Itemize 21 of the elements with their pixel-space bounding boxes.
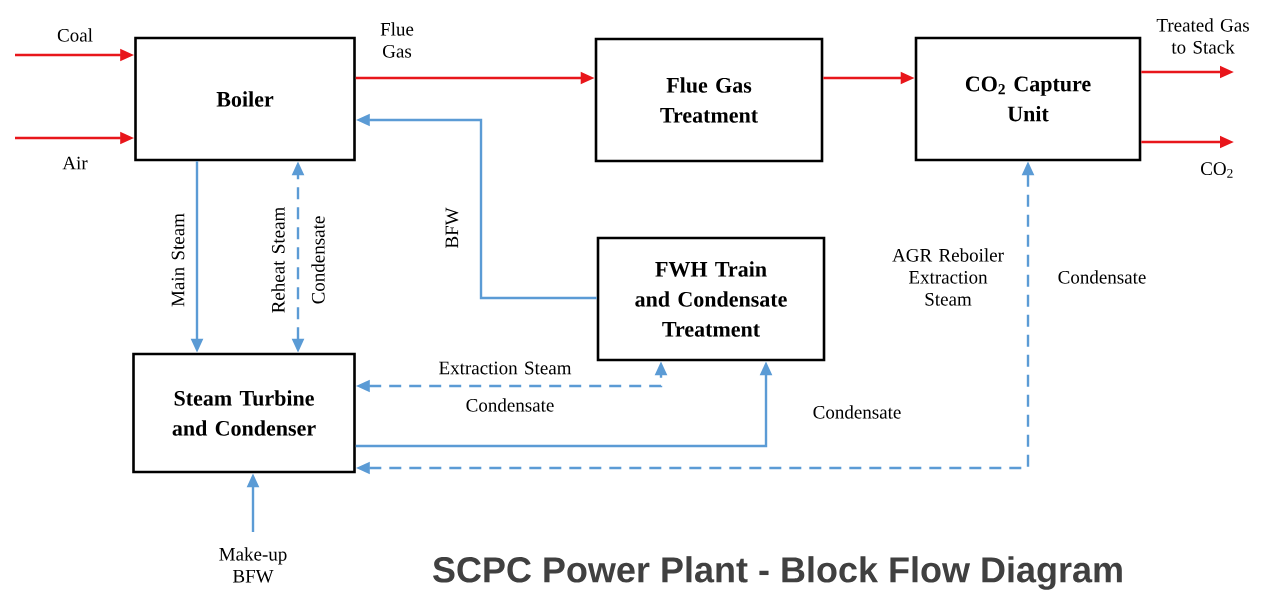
flow-label: Condensate <box>1058 270 1146 284</box>
process-box: Steam Turbine and Condenser <box>132 352 356 474</box>
flow-label: Condensate <box>466 398 554 412</box>
edge-label: Treated Gas to Stack <box>1156 18 1249 54</box>
edge-label: Reheat Steam <box>271 207 285 313</box>
process-box: Flue Gas Treatment <box>594 37 824 163</box>
edge-label: Extraction Steam <box>439 361 572 375</box>
edge-label: AGR Reboiler Extraction Steam <box>892 248 1004 306</box>
edge-label: Condensate <box>813 405 901 419</box>
edge-label: Main Steam <box>171 213 185 307</box>
edge-label: CO$_{2}$ <box>1201 162 1233 178</box>
process-box: FWH Train and Condensate Treatment <box>596 236 826 362</box>
flow-label: Condensate <box>311 216 325 304</box>
title: SCPC Power Plant - Block Flow Diagram <box>432 556 1122 590</box>
edge-label: Make-up BFW <box>219 547 287 583</box>
edge-label: Coal <box>57 28 93 42</box>
edge-label: Flue Gas <box>380 22 414 58</box>
edge-label: BFW <box>445 207 459 249</box>
edge-label: Air <box>62 156 88 170</box>
process-box: Boiler <box>134 36 356 162</box>
process-box: CO$_{2}$ Capture Unit <box>914 36 1142 162</box>
